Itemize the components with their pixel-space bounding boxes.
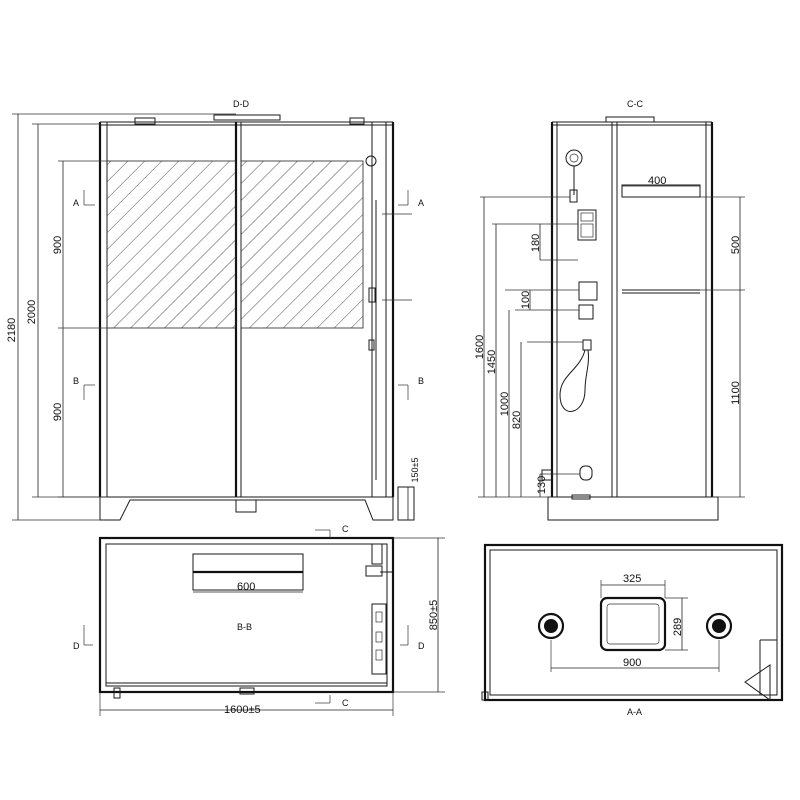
dim-lower-panel: 900	[52, 403, 64, 421]
dim-total-height: 2180	[6, 318, 18, 342]
dim-1000: 1000	[499, 392, 511, 416]
dim-1450: 1450	[486, 350, 498, 374]
dim-shelf-spacing: 500	[730, 236, 742, 254]
foot-massager	[579, 465, 593, 481]
marker-a-right: A	[418, 198, 424, 208]
side-shower-tray	[547, 496, 719, 521]
marker-a-left: A	[73, 198, 79, 208]
shower-hose	[559, 349, 589, 412]
dim-depth: 850±5	[428, 600, 440, 631]
plan-view: 600 B-B 850±5 1600±5 C C D D	[73, 524, 445, 716]
dim-130: 130	[536, 476, 548, 494]
mixer-valve	[578, 281, 598, 301]
plan-shelf-column	[371, 603, 387, 675]
dim-valve-gap: 100	[520, 291, 532, 309]
dim-width: 1600±5	[224, 704, 261, 716]
dim-glass-height: 2000	[26, 300, 38, 324]
shelf-upper	[621, 184, 701, 198]
marker-c-top: C	[342, 524, 349, 534]
front-hand-shower-icon	[365, 155, 377, 167]
front-roof-speaker	[134, 117, 156, 125]
dim-rain-width: 325	[623, 573, 641, 585]
left-speaker-icon	[537, 612, 565, 640]
dim-820: 820	[511, 411, 523, 429]
control-keypad	[580, 223, 594, 238]
side-hand-shower-icon	[565, 149, 583, 167]
marker-d-left: D	[73, 641, 80, 651]
plan-view-title: B-B	[237, 622, 252, 632]
dim-seat-width: 600	[237, 581, 255, 593]
ceiling-outline	[483, 543, 784, 702]
side-view: C-C	[474, 99, 745, 521]
ceiling-fan-icon	[744, 664, 771, 701]
front-drain	[235, 499, 257, 513]
control-panel	[577, 209, 597, 241]
dim-shelf-width: 400	[648, 175, 666, 187]
plan-shower-head	[365, 565, 383, 577]
dim-tray-height: 150±5	[410, 458, 420, 483]
dim-control-gap: 180	[530, 234, 542, 252]
front-frosted-glass-left	[106, 160, 237, 329]
diverter-valve	[578, 304, 594, 320]
front-roof-light	[213, 114, 281, 121]
plan-outline	[98, 536, 395, 694]
front-view-title: D-D	[233, 99, 249, 109]
side-view-title: C-C	[627, 99, 643, 109]
side-roof-light	[605, 116, 655, 123]
dim-rain-depth: 289	[672, 618, 684, 636]
ceiling-view: 325 289 900 A-A	[481, 543, 784, 717]
dim-1600: 1600	[474, 335, 486, 359]
dim-shelf-low-height: 1100	[730, 381, 742, 405]
front-frosted-glass-right	[240, 160, 364, 329]
front-roof-vent	[349, 117, 365, 125]
marker-d-right: D	[418, 641, 425, 651]
marker-b-left: B	[73, 376, 79, 386]
right-speaker-icon	[705, 612, 733, 640]
marker-c-bottom: C	[342, 698, 349, 708]
ceiling-view-title: A-A	[627, 707, 642, 717]
dim-upper-panel: 900	[52, 236, 64, 254]
front-view: D-D 2180 2	[6, 99, 424, 521]
dim-speaker-spacing: 900	[623, 657, 641, 669]
rain-shower-head	[599, 596, 667, 652]
marker-b-right: B	[418, 376, 424, 386]
front-tray-step	[397, 486, 415, 521]
